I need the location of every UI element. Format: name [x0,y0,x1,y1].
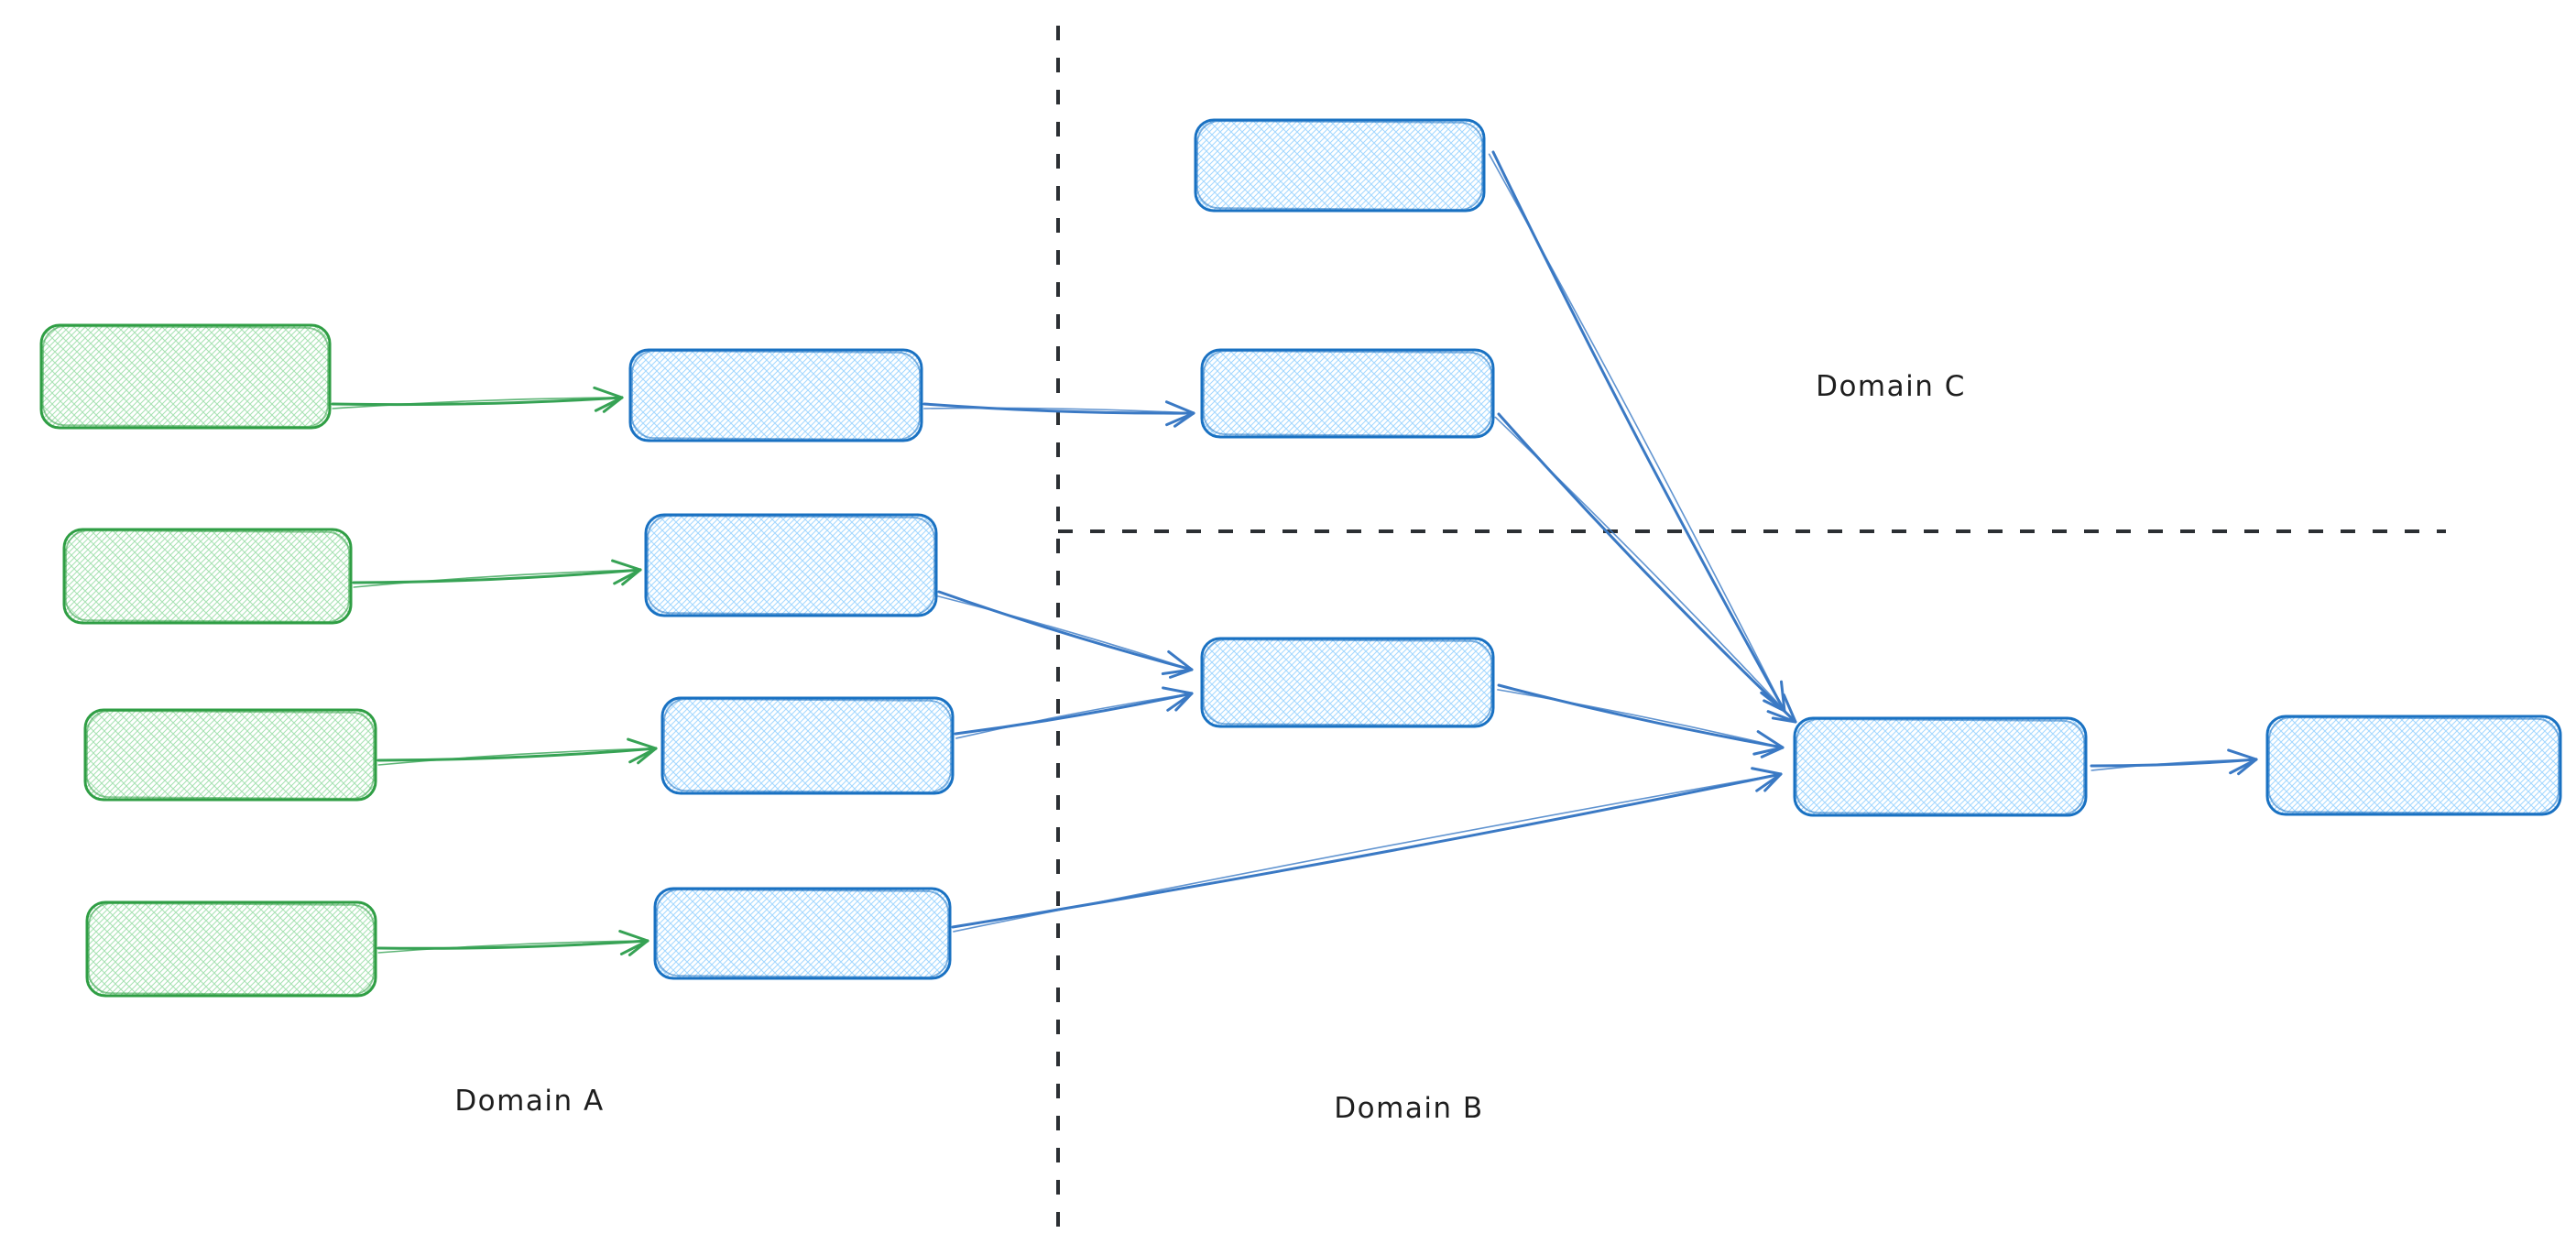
domain-b-node-1[interactable] [1200,637,1495,728]
arrow-node4-hub[interactable] [951,767,1783,933]
domain-a-node-4[interactable] [653,887,952,980]
domain-a-source-3[interactable] [83,708,377,802]
domain-a-node-2[interactable] [644,513,938,617]
arrow-node3-bnode1[interactable] [954,686,1194,739]
domain-a-node-1[interactable] [628,348,923,442]
domain-b-output[interactable] [2265,715,2562,816]
arrow-source2-node2[interactable] [352,559,642,588]
arrow-source1-node1[interactable] [331,386,624,413]
arrow-node2-bnode1[interactable] [936,590,1194,679]
label-domain-a[interactable]: Domain A [454,1085,604,1118]
arrow-source3-node3[interactable] [377,737,658,766]
arrow-cnode2-hub[interactable] [1494,412,1797,724]
domain-a-source-1[interactable] [39,323,332,430]
domain-a-node-3[interactable] [660,696,955,795]
domain-c-node-1[interactable] [1194,118,1486,213]
arrow-hub-output[interactable] [2090,748,2258,776]
arrow-bnode1-hub[interactable] [1497,683,1785,758]
domain-a-source-4[interactable] [85,900,377,998]
label-domain-c[interactable]: Domain C [1816,370,1966,403]
domain-b-hub[interactable] [1793,716,2088,817]
domain-a-source-2[interactable] [62,528,353,625]
arrow-cnode1-hub[interactable] [1488,150,1786,713]
arrow-source4-node4[interactable] [377,930,649,956]
arrow-node1-cnode2[interactable] [922,400,1195,428]
label-domain-b[interactable]: Domain B [1334,1092,1483,1125]
domain-c-node-2[interactable] [1200,348,1495,439]
